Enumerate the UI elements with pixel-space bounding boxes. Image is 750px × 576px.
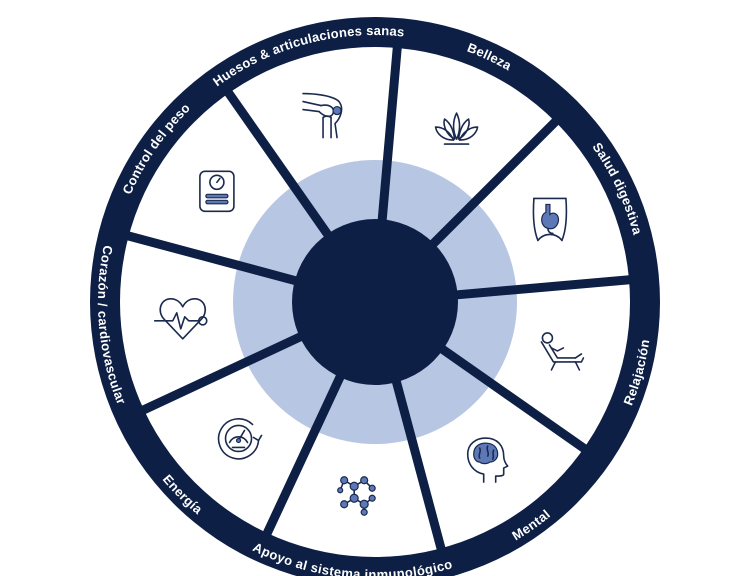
speedometer-icon: [217, 418, 263, 460]
stomach-icon: [532, 197, 568, 242]
segment-divider: [438, 344, 589, 454]
segment-divider: [262, 373, 345, 537]
brain-head-icon: [466, 437, 509, 483]
segment-divider: [391, 379, 446, 552]
segment-divider: [429, 117, 560, 248]
knee-joint-icon: [302, 92, 343, 139]
reclining-person-icon: [540, 332, 585, 371]
segment-icons: [153, 92, 585, 516]
heart-pulse-icon: [153, 298, 208, 340]
molecule-icon: [337, 476, 376, 516]
segment-divider: [223, 88, 333, 239]
center-hub: [292, 219, 458, 385]
segment-dividers: [125, 45, 632, 552]
segment-divider: [125, 231, 298, 286]
lotus-icon: [434, 112, 479, 145]
segment-divider: [140, 332, 304, 415]
segment-divider: [377, 45, 402, 222]
scale-icon: [199, 170, 235, 213]
segment-divider: [455, 275, 632, 300]
